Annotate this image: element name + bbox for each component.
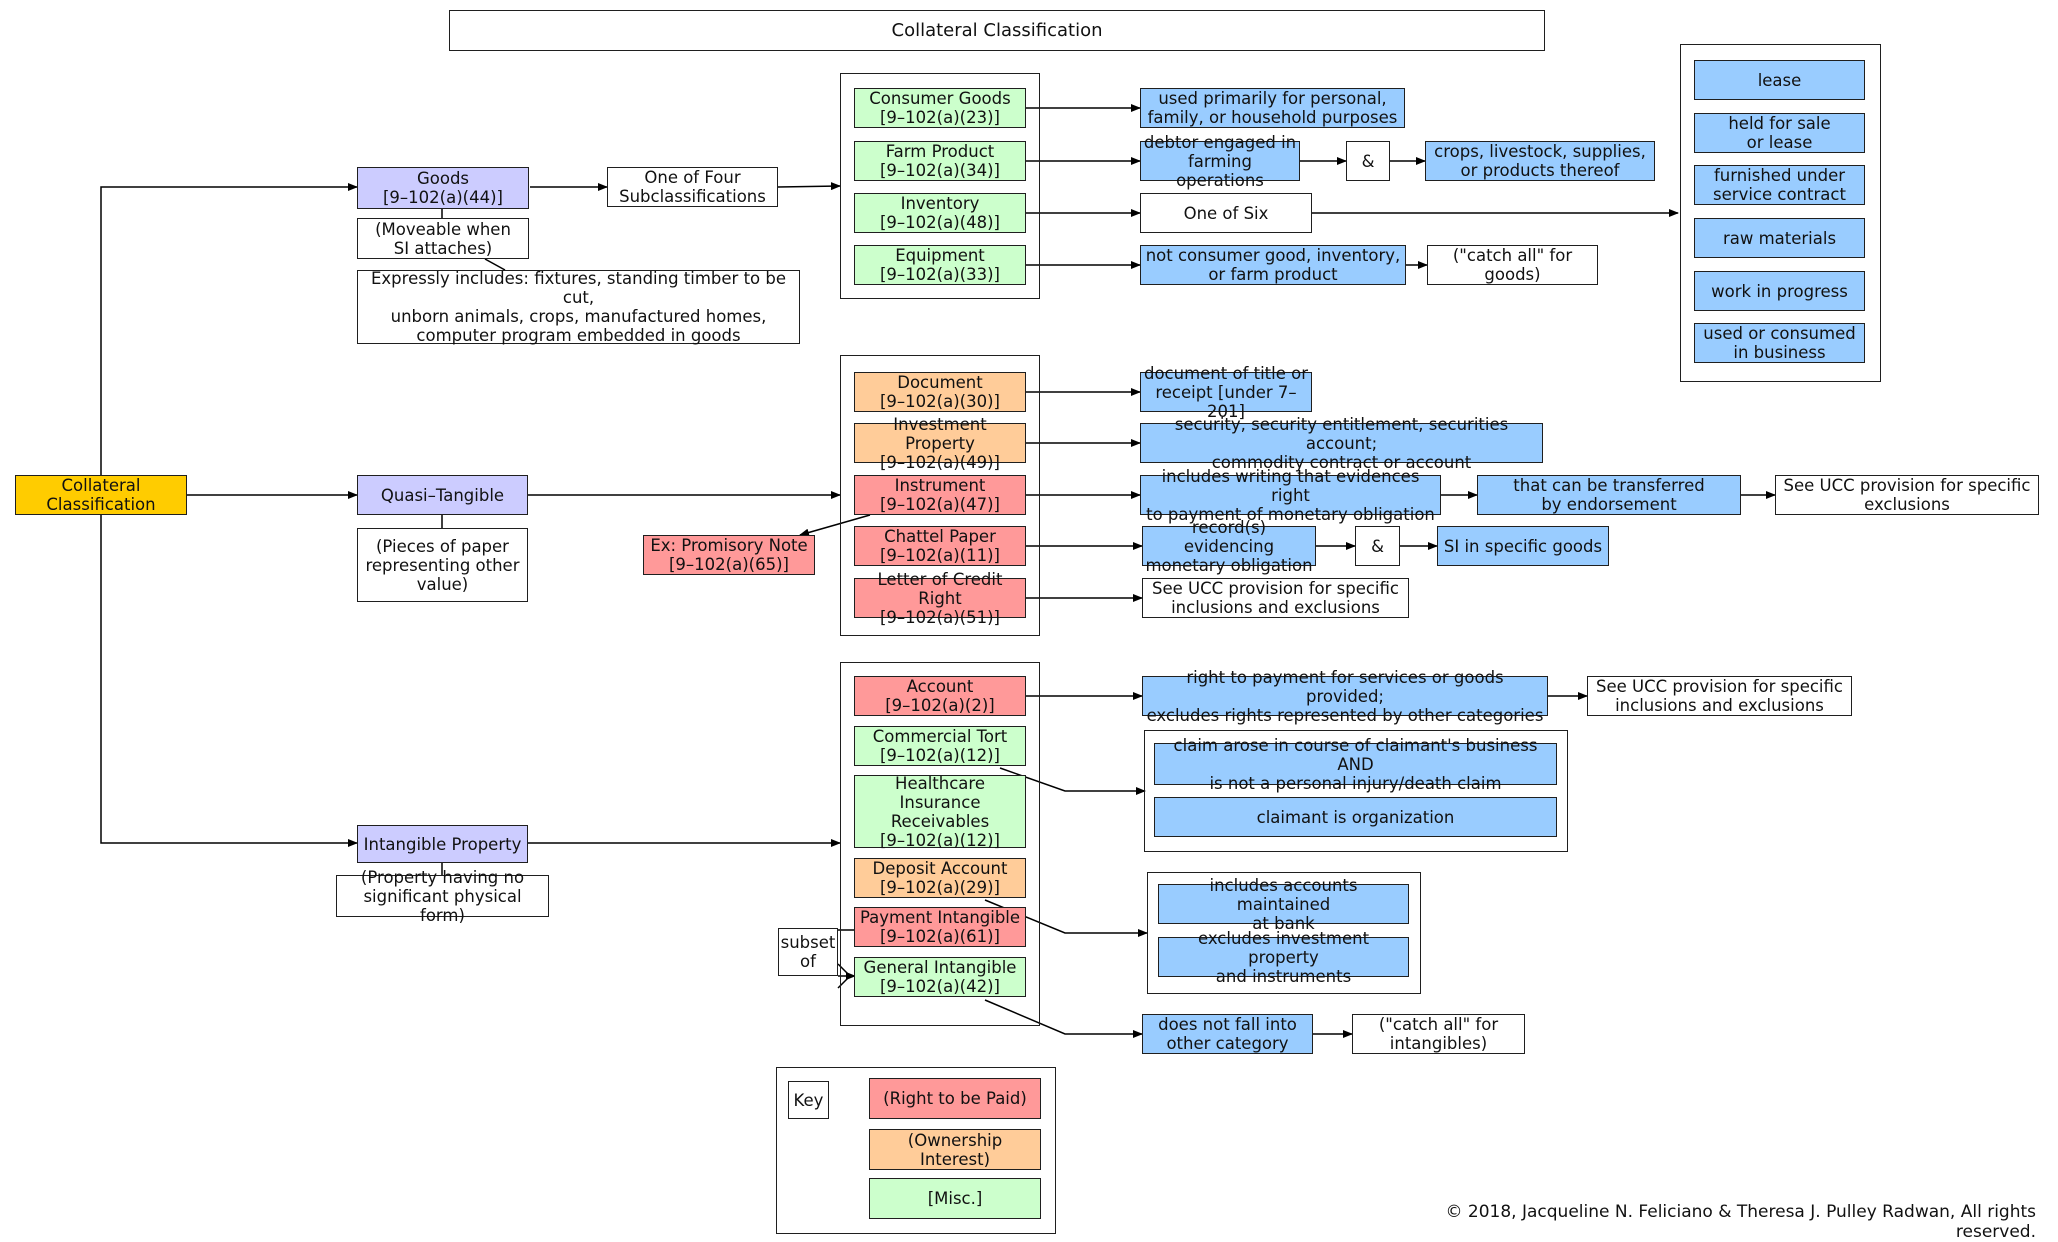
- connector: [984, 999, 1143, 1038]
- account-node: Account [9–102(a)(2)]: [854, 676, 1026, 716]
- instrument-definition-2: that can be transferred by endorsement: [1477, 475, 1741, 515]
- six-item: work in progress: [1694, 271, 1865, 311]
- connector: [799, 514, 871, 537]
- quasi-tangible-note: (Pieces of paper representing other valu…: [357, 528, 528, 602]
- tort-definition-1: claim arose in course of claimant's busi…: [1154, 736, 1557, 793]
- key-group: [776, 1067, 1056, 1234]
- equipment-catch-all: ("catch all" for goods): [1427, 245, 1598, 285]
- equipment-definition: not consumer good, inventory, or farm pr…: [1140, 245, 1406, 285]
- goods-subclass-node: One of Four Subclassifications: [607, 167, 778, 207]
- chattel-definition-2: SI in specific goods: [1437, 526, 1609, 566]
- account-see-ucc: See UCC provision for specific inclusion…: [1587, 676, 1852, 716]
- letter-see-ucc: See UCC provision for specific inclusion…: [1142, 578, 1409, 618]
- intangible-subclass-group: [840, 662, 1040, 1026]
- copyright-notice: © 2018, Jacqueline N. Feliciano & Theres…: [1445, 1202, 2036, 1242]
- quasi-subclass-group: [840, 355, 1040, 636]
- letter-of-credit-node: Letter of Credit Right [9–102(a)(51)]: [854, 570, 1026, 627]
- instrument-see-ucc: See UCC provision for specific exclusion…: [1775, 475, 2039, 515]
- goods-node: Goods [9–102(a)(44)]: [357, 167, 529, 209]
- payment-intangible-node: Payment Intangible [9–102(a)(61)]: [854, 907, 1026, 947]
- document-node: Document [9–102(a)(30)]: [854, 372, 1026, 412]
- one-of-six-node: One of Six: [1140, 193, 1312, 233]
- document-definition: document of title or receipt [under 7–20…: [1140, 364, 1312, 421]
- inventory-node: Inventory [9–102(a)(48)]: [854, 193, 1026, 233]
- connector: [100, 515, 358, 847]
- instrument-node: Instrument [9–102(a)(47)]: [854, 475, 1026, 515]
- commercial-tort-node: Commercial Tort [9–102(a)(12)]: [854, 726, 1026, 766]
- connector: [484, 258, 506, 271]
- six-item: used or consumed in business: [1694, 323, 1865, 363]
- six-item: lease: [1694, 60, 1865, 100]
- connector: [777, 182, 841, 191]
- one-of-six-group: [1680, 44, 1881, 382]
- chattel-paper-node: Chattel Paper [9–102(a)(11)]: [854, 526, 1026, 566]
- intangible-property-note: (Property having no significant physical…: [336, 868, 549, 925]
- goods-subclass-group: [840, 73, 1040, 299]
- six-item: furnished under service contract: [1694, 165, 1865, 205]
- farm-and-symbol: &: [1346, 141, 1390, 181]
- investment-definition: security, security entitlement, securiti…: [1140, 415, 1543, 472]
- investment-property-node: Investment Property [9–102(a)(49)]: [854, 415, 1026, 472]
- intangible-property-node: Intangible Property: [357, 825, 528, 863]
- farm-definition: debtor engaged in farming operations: [1140, 133, 1300, 190]
- commercial-tort-group: [1144, 730, 1568, 852]
- page-title: Collateral Classification: [449, 10, 1545, 51]
- key-title: Key: [788, 1081, 829, 1119]
- goods-note: (Moveable when SI attaches): [357, 218, 529, 259]
- deposit-definition-2: excludes investment property and instrum…: [1158, 929, 1409, 986]
- instrument-definition: includes writing that evidences right to…: [1140, 467, 1441, 524]
- healthcare-receivables-node: Healthcare Insurance Receivables [9–102(…: [854, 774, 1026, 850]
- key-misc: [Misc.]: [869, 1178, 1041, 1219]
- connector: [100, 183, 358, 475]
- farm-definition-2: crops, livestock, supplies, or products …: [1425, 141, 1655, 181]
- subset-of-label: subset of: [778, 928, 838, 976]
- farm-product-node: Farm Product [9–102(a)(34)]: [854, 141, 1026, 181]
- deposit-account-node: Deposit Account [9–102(a)(29)]: [854, 858, 1026, 898]
- goods-includes: Expressly includes: fixtures, standing t…: [357, 269, 800, 345]
- tort-definition-2: claimant is organization: [1154, 797, 1557, 837]
- chattel-and-symbol: &: [1355, 526, 1400, 566]
- six-item: held for sale or lease: [1694, 113, 1865, 153]
- key-ownership-interest: (Ownership Interest): [869, 1129, 1041, 1170]
- general-intangible-definition: does not fall into other category: [1142, 1014, 1313, 1054]
- promissory-note-node: Ex: Promisory Note [9–102(a)(65)]: [643, 535, 815, 575]
- chattel-definition: record(s) evidencing monetary obligation: [1142, 518, 1316, 575]
- general-intangible-catch-all: ("catch all" for intangibles): [1352, 1014, 1525, 1054]
- quasi-tangible-node: Quasi–Tangible: [357, 475, 528, 515]
- six-item: raw materials: [1694, 218, 1865, 258]
- equipment-node: Equipment [9–102(a)(33)]: [854, 245, 1026, 285]
- consumer-goods-node: Consumer Goods [9–102(a)(23)]: [854, 88, 1026, 128]
- account-definition: right to payment for services or goods p…: [1142, 668, 1548, 725]
- deposit-account-group: [1147, 872, 1421, 994]
- consumer-goods-definition: used primarily for personal, family, or …: [1140, 88, 1405, 128]
- key-right-to-be-paid: (Right to be Paid): [869, 1078, 1041, 1119]
- general-intangible-node: General Intangible [9–102(a)(42)]: [854, 957, 1026, 997]
- root-node: Collateral Classification: [15, 475, 187, 515]
- deposit-definition-1: includes accounts maintained at bank: [1158, 876, 1409, 933]
